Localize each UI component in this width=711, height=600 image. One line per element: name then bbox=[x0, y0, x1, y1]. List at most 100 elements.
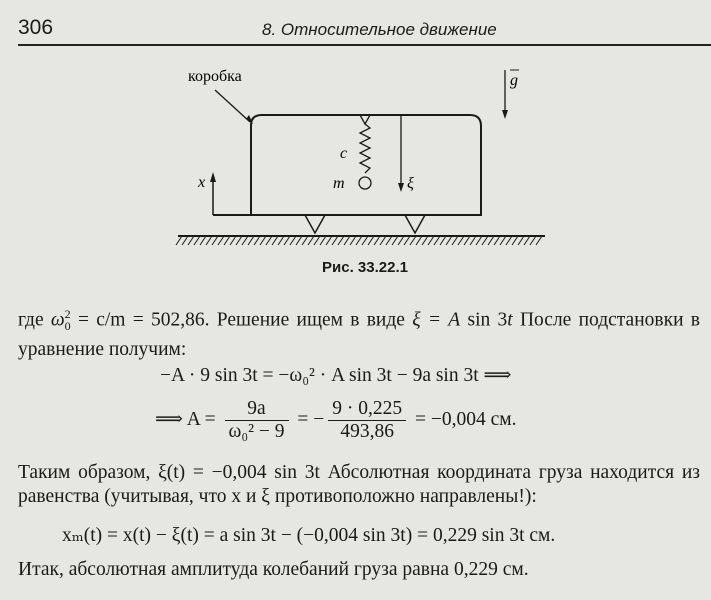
equation-3: xₘ(t) = x(t) − ξ(t) = a sin 3t − (−0,004… bbox=[62, 525, 556, 546]
hatch-line bbox=[283, 235, 291, 246]
hatch-line bbox=[289, 235, 297, 246]
hatch-line bbox=[187, 235, 195, 246]
hatch-line bbox=[307, 235, 315, 246]
hatch-line bbox=[199, 235, 207, 246]
text: = −0,004 см. bbox=[410, 408, 517, 430]
hatch-line bbox=[361, 235, 369, 246]
hatch-line bbox=[349, 235, 357, 246]
ground-hatch bbox=[175, 235, 543, 246]
hatch-line bbox=[415, 235, 423, 246]
paragraph-1: где ω20 = c/m = 502,86. Решение ищем в в… bbox=[18, 302, 700, 362]
hatch-line bbox=[223, 235, 231, 246]
hatch-line bbox=[493, 235, 501, 246]
equation-1: −A · 9 sin 3t = −ω₀² · A sin 3t − 9a sin… bbox=[160, 365, 512, 386]
text: = − bbox=[292, 408, 325, 430]
hatch-line bbox=[331, 235, 339, 246]
box-pointer bbox=[214, 89, 251, 123]
hatch-line bbox=[229, 235, 237, 246]
page-number: 306 bbox=[18, 16, 54, 39]
mass-icon bbox=[358, 176, 372, 190]
hatch-line bbox=[487, 235, 495, 246]
hatch-line bbox=[499, 235, 507, 246]
hatch-line bbox=[265, 235, 273, 246]
math: t bbox=[507, 309, 513, 331]
hatch-line bbox=[397, 235, 405, 246]
hatch-line bbox=[253, 235, 261, 246]
hatch-line bbox=[511, 235, 519, 246]
running-header: 8. Относительное движение bbox=[262, 20, 497, 39]
figure-caption: Рис. 33.22.1 bbox=[322, 259, 408, 276]
hatch-line bbox=[181, 235, 189, 246]
hatch-line bbox=[217, 235, 225, 246]
denominator: ω₀² − 9 bbox=[228, 421, 285, 442]
hatch-line bbox=[301, 235, 309, 246]
c-label: c bbox=[340, 145, 347, 162]
math: ξ = A bbox=[412, 309, 461, 331]
denominator: 493,86 bbox=[340, 421, 394, 442]
hatch-line bbox=[319, 235, 327, 246]
numerator: 9a bbox=[224, 398, 289, 421]
hatch-line bbox=[367, 235, 375, 246]
g-label: g bbox=[510, 72, 518, 89]
hatch-line bbox=[385, 235, 393, 246]
hatch-line bbox=[403, 235, 411, 246]
text: ⟹ A = bbox=[155, 408, 221, 430]
x-label: x bbox=[197, 174, 205, 191]
hatch-line bbox=[211, 235, 219, 246]
hatch-line bbox=[175, 235, 183, 246]
hatch-line bbox=[193, 235, 201, 246]
spring-icon bbox=[358, 123, 372, 174]
text: sin 3 bbox=[460, 309, 508, 331]
hatch-line bbox=[451, 235, 459, 246]
m-label: m bbox=[333, 175, 345, 192]
hatch-line bbox=[481, 235, 489, 246]
box-outline bbox=[250, 114, 482, 216]
subscript: 0 bbox=[64, 319, 71, 334]
hatch-line bbox=[373, 235, 381, 246]
figure-diagram: коробка g c m ξ x bbox=[175, 68, 545, 246]
hatch-line bbox=[313, 235, 321, 246]
hatch-line bbox=[457, 235, 465, 246]
hatch-line bbox=[337, 235, 345, 246]
box-label: коробка bbox=[188, 68, 242, 85]
numerator: 9 · 0,225 bbox=[328, 398, 407, 421]
omega-symbol: ω bbox=[50, 309, 65, 331]
hatch-line bbox=[523, 235, 531, 246]
hatch-line bbox=[295, 235, 303, 246]
hatch-line bbox=[475, 235, 483, 246]
hatch-line bbox=[463, 235, 471, 246]
paragraph-3: Итак, абсолютная амплитуда колебаний гру… bbox=[18, 559, 529, 580]
text: = c/m = 502,86. Решение ищем в виде bbox=[70, 309, 413, 331]
hatch-line bbox=[445, 235, 453, 246]
hatch-line bbox=[433, 235, 441, 246]
spring-mount bbox=[359, 114, 371, 126]
text: После подстановки в уравнение получим: bbox=[18, 309, 701, 361]
hatch-line bbox=[325, 235, 333, 246]
xi-label: ξ bbox=[407, 175, 414, 192]
hatch-line bbox=[259, 235, 267, 246]
text: где bbox=[18, 309, 51, 331]
hatch-line bbox=[235, 235, 243, 246]
hatch-line bbox=[241, 235, 249, 246]
hatch-line bbox=[355, 235, 363, 246]
support-left bbox=[304, 214, 326, 235]
support-right bbox=[404, 214, 426, 235]
superscript: 2 bbox=[64, 307, 71, 321]
hatch-line bbox=[343, 235, 351, 246]
hatch-line bbox=[379, 235, 387, 246]
hatch-line bbox=[391, 235, 399, 246]
paragraph-2: Таким образом, ξ(t) = −0,004 sin 3t Абсо… bbox=[18, 462, 700, 507]
hatch-line bbox=[271, 235, 279, 246]
hatch-line bbox=[439, 235, 447, 246]
hatch-line bbox=[517, 235, 525, 246]
hatch-line bbox=[205, 235, 213, 246]
hatch-line bbox=[247, 235, 255, 246]
hatch-line bbox=[469, 235, 477, 246]
hatch-line bbox=[409, 235, 417, 246]
header-rule bbox=[18, 44, 711, 46]
hatch-line bbox=[427, 235, 435, 246]
hatch-line bbox=[505, 235, 513, 246]
